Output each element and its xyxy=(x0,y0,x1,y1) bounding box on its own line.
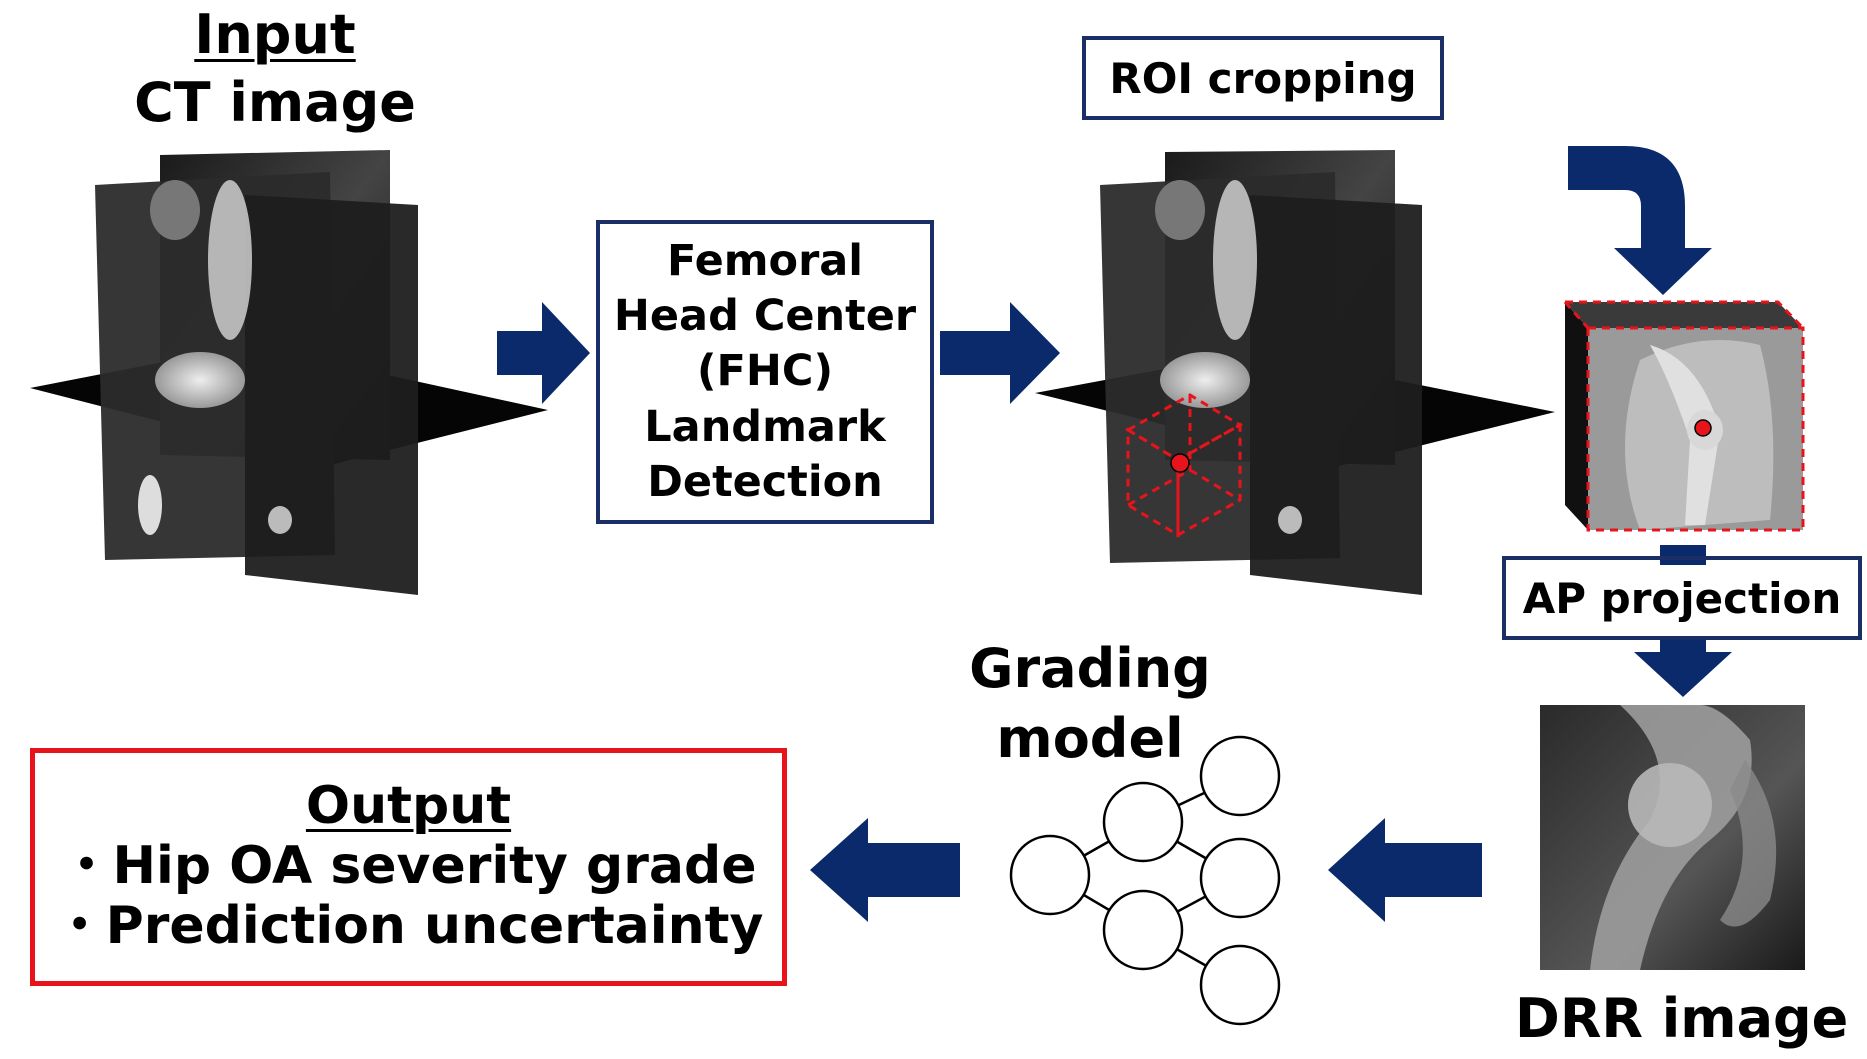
fhc-line: Head Center xyxy=(613,291,917,342)
ct-volume-icon xyxy=(30,150,548,595)
grading-model-label-line: model xyxy=(996,707,1184,770)
flow-arrow-icon xyxy=(497,146,1732,922)
drr-xray-icon xyxy=(1540,705,1805,970)
grading-model-label-line: Grading xyxy=(969,637,1211,700)
ap-projection-label: AP projection xyxy=(1502,556,1862,640)
input-heading: Input xyxy=(194,3,356,66)
fhc-line: Femoral xyxy=(666,236,864,287)
fhc-detection-box: Femoral Head Center (FHC) Landmark Detec… xyxy=(596,220,934,524)
ct-volume-roi-icon xyxy=(1035,150,1555,595)
output-item: ・Hip OA severity grade xyxy=(60,836,757,897)
output-heading: Output xyxy=(305,776,512,837)
drr-image-label: DRR image xyxy=(1515,987,1849,1050)
roi-crop-cube-icon xyxy=(1563,300,1805,532)
output-box: Output ・Hip OA severity grade ・Predictio… xyxy=(30,748,787,986)
fhc-line: (FHC) xyxy=(696,346,834,397)
neural-network-icon xyxy=(1009,735,1281,1026)
input-subheading: CT image xyxy=(134,71,416,134)
fhc-line: Detection xyxy=(647,456,883,507)
roi-cropping-label: ROI cropping xyxy=(1082,36,1444,120)
output-item: ・Prediction uncertainty xyxy=(53,895,764,956)
fhc-line: Landmark xyxy=(644,401,886,452)
